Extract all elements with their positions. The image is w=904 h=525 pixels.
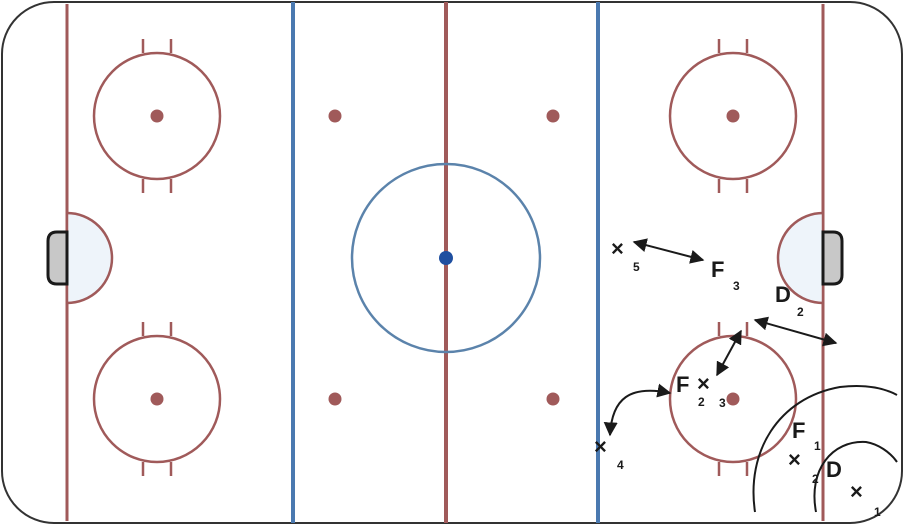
arrow-x5-f3 [632, 238, 705, 264]
faceoff-dot [726, 392, 740, 406]
player-f1-symbol: F [792, 418, 805, 443]
goal-crease-right [776, 211, 825, 305]
arrow-d2-slot [753, 316, 838, 347]
player-x5-sub: 5 [633, 260, 640, 274]
player-x5-symbol: × [611, 236, 624, 261]
player-f2-sub: 2 [698, 395, 705, 409]
neutral-dot [546, 392, 560, 406]
player-x4-symbol: × [594, 434, 607, 459]
player-f1-sub: 1 [814, 439, 821, 453]
center-circle [350, 162, 542, 354]
player-f3-symbol: F [711, 257, 724, 282]
faceoff-circle-top-right [668, 39, 798, 193]
neutral-dot [328, 109, 342, 123]
arrow-x3-up [716, 329, 742, 377]
player-x4-sub: 4 [617, 458, 624, 472]
player-x2-symbol: × [788, 447, 801, 472]
arrow-x4-f2 [603, 383, 672, 437]
goal-crease-left [65, 211, 114, 305]
player-f2-symbol: F [676, 372, 689, 397]
player-x1-sub: 1 [874, 505, 881, 519]
center-faceoff-dot [439, 251, 453, 265]
player-f3-sub: 3 [733, 279, 740, 293]
player-d2-sub: 2 [797, 305, 804, 319]
goal-net-left [46, 230, 69, 286]
player-d2-symbol: D [775, 282, 791, 307]
player-x2-sub: 2 [812, 472, 819, 486]
player-d1-symbol: D [826, 457, 842, 482]
faceoff-circle-bottom-left [92, 322, 222, 476]
goal-net-right [821, 230, 844, 286]
zone-arc-outer [752, 385, 898, 513]
player-x3-sub: 3 [719, 396, 726, 410]
player-x3-symbol: × [697, 371, 710, 396]
faceoff-dot [726, 109, 740, 123]
neutral-dot [328, 392, 342, 406]
faceoff-circle-top-left [92, 39, 222, 193]
player-x1-symbol: × [850, 479, 863, 504]
faceoff-dot [150, 109, 164, 123]
zone-arc-inner [813, 440, 898, 513]
faceoff-dot [150, 392, 164, 406]
neutral-dot [546, 109, 560, 123]
